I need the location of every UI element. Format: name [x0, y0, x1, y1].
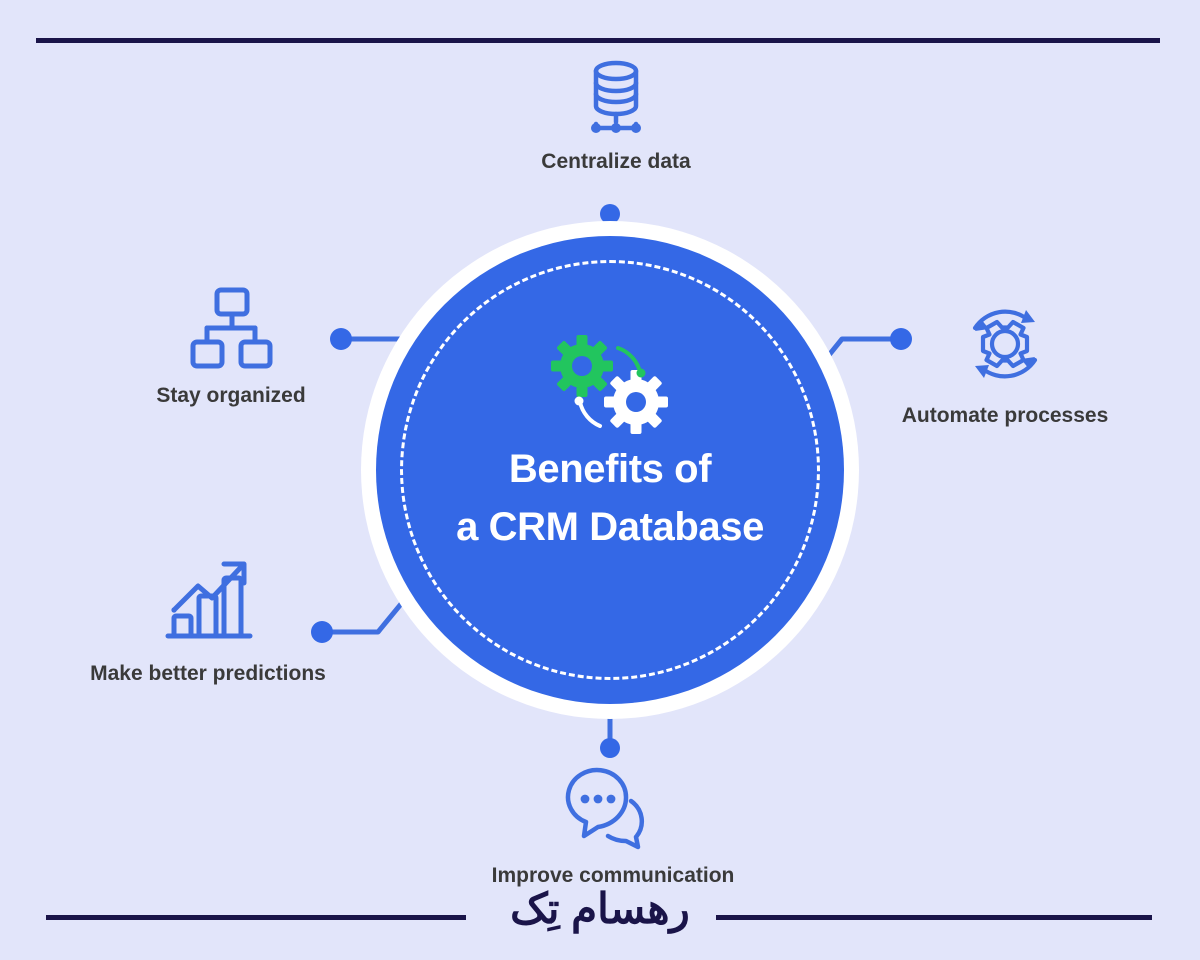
top-divider-rule: [36, 38, 1160, 43]
spoke-improve-communication[interactable]: Improve communication: [448, 766, 778, 888]
database-icon: [591, 60, 641, 133]
footer-divider-left: [46, 915, 466, 920]
hub-title-line2: a CRM Database: [456, 505, 764, 549]
spoke-automate-label: Automate processes: [901, 404, 1109, 427]
spoke-automate-processes[interactable]: Automate processes: [860, 294, 1150, 428]
gear-refresh-icon: [972, 309, 1038, 379]
spoke-make-better-predictions[interactable]: Make better predictions: [48, 552, 368, 686]
spoke-organized-label: Stay organized: [156, 384, 306, 407]
chat-bubbles-icon: [565, 767, 645, 850]
dashed-ring: [400, 260, 820, 680]
hub-title-line1: Benefits of: [508, 447, 712, 491]
connector-dot-bottom: [600, 738, 620, 758]
spoke-stay-organized[interactable]: Stay organized: [106, 282, 356, 408]
footer-wordmark: رهسام تِک: [510, 885, 690, 932]
hierarchy-icon: [190, 287, 273, 369]
spoke-predictions-label: Make better predictions: [90, 662, 326, 685]
hub-title: Benefits of a CRM Database: [400, 440, 820, 556]
spoke-communicate-label: Improve communication: [491, 864, 735, 887]
spoke-centralize-label: Centralize data: [541, 150, 691, 173]
spoke-centralize-data[interactable]: Centralize data: [466, 58, 766, 174]
growth-chart-icon: [165, 561, 253, 639]
footer-divider-right: [716, 915, 1152, 920]
two-gears-icon: [540, 330, 690, 440]
